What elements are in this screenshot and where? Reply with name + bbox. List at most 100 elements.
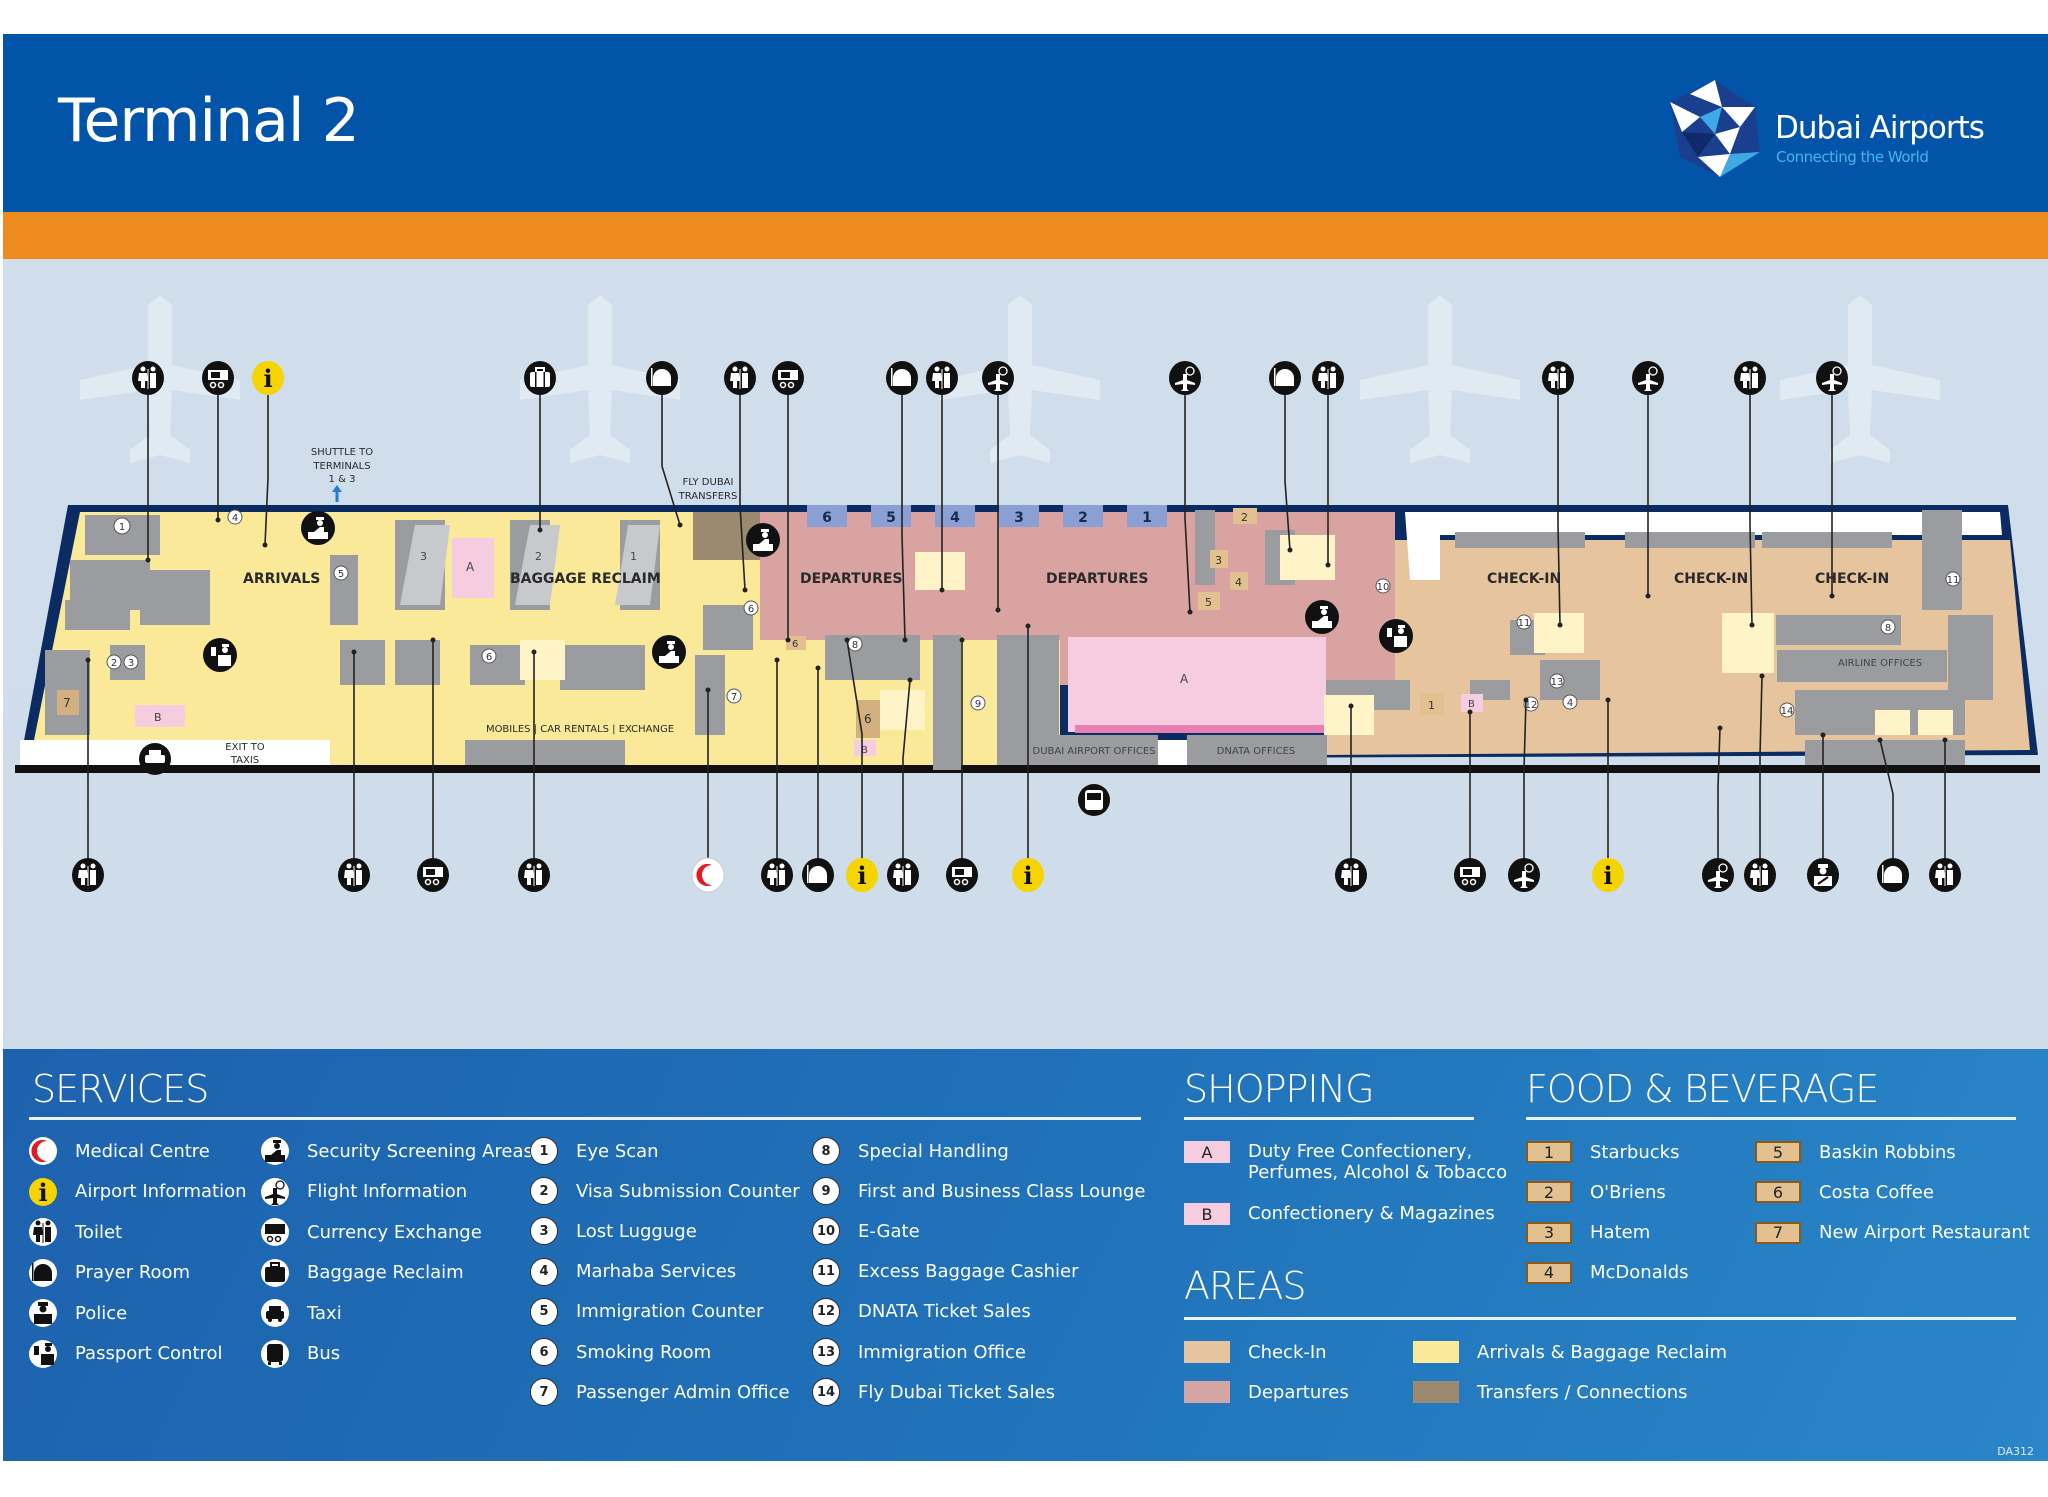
number-badge: 7 [530, 1378, 558, 1407]
pin-bottom-info-icon[interactable]: i [1012, 623, 1044, 893]
pin-bottom-prayer-icon[interactable] [1877, 737, 1909, 893]
security-checkpoint-icon[interactable] [652, 635, 686, 669]
svg-text:TRANSFERS: TRANSFERS [678, 491, 738, 502]
page-title: Terminal 2 [58, 86, 360, 156]
pin-top-toilet-icon[interactable] [1542, 361, 1574, 628]
food-marker-1: 1 [1428, 699, 1435, 712]
legend-label: Visa Submission Counter [576, 1180, 800, 1202]
svg-text:i: i [38, 1178, 47, 1206]
food-code: 1 [1526, 1141, 1572, 1163]
food-code: 2 [1526, 1181, 1572, 1204]
pin-top-flight-icon[interactable] [982, 361, 1014, 613]
pin-bottom-flight-icon[interactable] [1702, 725, 1734, 893]
map-annotations: SHUTTLE TO TERMINALS 1 & 3 FLY DUBAI TRA… [225, 447, 1922, 766]
food-code: 6 [1755, 1181, 1801, 1204]
area-item: Departures [1184, 1381, 1349, 1403]
pin-top-flight-icon[interactable] [1816, 361, 1848, 599]
security-checkpoint-icon[interactable] [746, 523, 780, 557]
legend-item: Prayer Room [29, 1258, 191, 1287]
label-checkin-2: CHECK-IN [1674, 571, 1748, 587]
svg-text:i: i [1023, 861, 1032, 890]
food-marker-7: 7 [63, 696, 71, 710]
pin-top-currency-icon[interactable] [202, 361, 234, 523]
svg-text:FLY DUBAI: FLY DUBAI [683, 477, 734, 488]
pin-top-flight-icon[interactable] [1632, 361, 1664, 599]
pin-bottom-police-icon[interactable] [1807, 732, 1839, 893]
pin-bottom-toilet-icon[interactable] [1744, 673, 1776, 893]
pin-bottom-currency-icon[interactable] [417, 637, 449, 893]
food-divider [1526, 1117, 2016, 1120]
label-baggage-reclaim: BAGGAGE RECLAIM [510, 571, 661, 587]
gate-4: 4 [950, 510, 960, 526]
number-badge: 10 [812, 1217, 840, 1246]
svg-text:8: 8 [852, 640, 858, 651]
legend-label: Prayer Room [75, 1262, 191, 1283]
pin-top-toilet-icon[interactable] [1734, 361, 1766, 628]
passport-checkpoint-icon[interactable] [1379, 619, 1413, 653]
pin-top-baggage-icon[interactable] [524, 361, 556, 533]
pin-bottom-toilet-icon[interactable] [1929, 737, 1961, 893]
passport-checkpoint-icon[interactable] [203, 638, 237, 672]
dubai-airports-logo-icon [1670, 80, 1760, 177]
pin-top-info-icon[interactable]: i [252, 361, 284, 548]
number-badge: 5 [530, 1297, 558, 1326]
pin-bottom-toilet-icon[interactable] [72, 657, 104, 893]
pin-bottom-info-icon[interactable]: i [1592, 697, 1624, 893]
svg-text:i: i [857, 861, 866, 890]
pin-top-toilet-icon[interactable] [926, 361, 958, 593]
pin-bottom-currency-icon[interactable] [946, 637, 978, 893]
shop-label: Duty Free Confectionery, [1248, 1141, 1473, 1162]
food-marker-4: 4 [1235, 576, 1242, 589]
info-icon: i [29, 1177, 57, 1206]
pin-bottom-toilet-icon[interactable] [1335, 703, 1367, 893]
pin-bottom-currency-icon[interactable] [1454, 709, 1486, 893]
pin-top-prayer-icon[interactable] [646, 361, 683, 528]
svg-text:5: 5 [338, 569, 344, 580]
svg-text:3: 3 [128, 658, 134, 669]
pin-top-prayer-icon[interactable] [1269, 361, 1301, 553]
legend-item: Flight Information [261, 1177, 467, 1206]
svg-text:AIRLINE OFFICES: AIRLINE OFFICES [1838, 658, 1922, 669]
legend-label: DNATA Ticket Sales [858, 1301, 1031, 1323]
food-label: Hatem [1590, 1222, 1651, 1244]
accent-band [3, 212, 2048, 259]
area-swatch [1184, 1341, 1230, 1363]
pin-bottom-prayer-icon[interactable] [802, 665, 834, 893]
shop-marker-a: A [1180, 672, 1189, 686]
security-icon [261, 1137, 289, 1165]
bus-icon[interactable] [1078, 784, 1110, 816]
taxi-icon[interactable] [139, 743, 171, 775]
security-checkpoint-icon[interactable] [301, 511, 335, 545]
pin-bottom-info-icon[interactable]: i [844, 637, 879, 893]
legend-item: Taxi [261, 1299, 342, 1327]
prayer-room-icon [29, 1258, 57, 1287]
svg-text:DUBAI AIRPORT OFFICES: DUBAI AIRPORT OFFICES [1033, 746, 1156, 757]
area-label: Departures [1248, 1381, 1349, 1403]
map-pins: i [72, 361, 1961, 893]
pin-top-toilet-icon[interactable] [1312, 361, 1344, 568]
pin-top-flight-icon[interactable] [1169, 361, 1201, 615]
pin-bottom-toilet-icon[interactable] [761, 657, 793, 893]
pin-top-toilet-icon[interactable] [724, 361, 756, 593]
label-departures-1: DEPARTURES [800, 571, 903, 587]
label-arrivals: ARRIVALS [243, 571, 320, 587]
pin-bottom-toilet-icon[interactable] [518, 649, 550, 893]
pin-bottom-flight-icon[interactable] [1508, 697, 1540, 893]
pin-top-prayer-icon[interactable] [886, 361, 918, 643]
legend-label: Airport Information [75, 1181, 247, 1202]
pin-bottom-medical-icon[interactable] [691, 687, 725, 893]
pin-top-currency-icon[interactable] [772, 361, 804, 643]
pin-bottom-toilet-icon[interactable] [887, 677, 919, 893]
areas-heading: AREAS [1184, 1264, 1307, 1308]
number-badge: 14 [812, 1378, 840, 1407]
security-checkpoint-icon[interactable] [1305, 600, 1339, 634]
pin-top-toilet-icon[interactable] [132, 361, 164, 563]
pin-bottom-toilet-icon[interactable] [338, 649, 370, 893]
legend-label: Currency Exchange [307, 1221, 482, 1243]
